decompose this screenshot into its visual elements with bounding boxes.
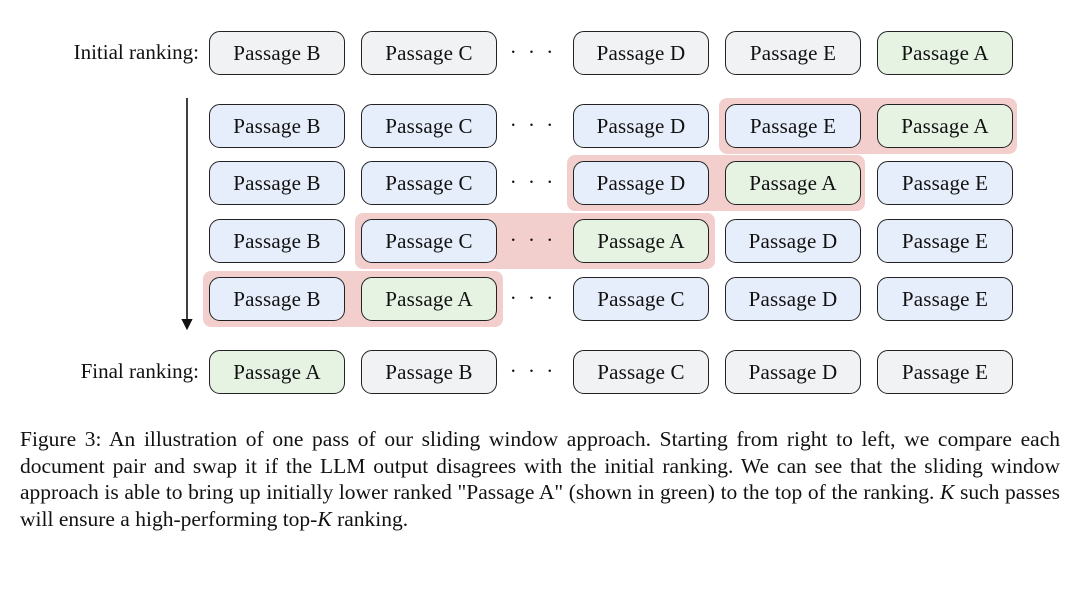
passage-box: Passage B: [209, 161, 345, 205]
ellipsis: · · ·: [509, 170, 557, 194]
passage-box: Passage C: [573, 350, 709, 394]
ellipsis: · · ·: [509, 228, 557, 252]
caption-k-2: K: [317, 506, 332, 531]
passage-box: Passage E: [877, 277, 1013, 321]
passage-box: Passage A: [877, 31, 1013, 75]
passage-box: Passage B: [361, 350, 497, 394]
final-ranking-label: Final ranking:: [80, 359, 199, 383]
passage-box: Passage D: [573, 104, 709, 148]
passage-box: Passage C: [573, 277, 709, 321]
passage-box: Passage A: [877, 104, 1013, 148]
passage-box: Passage E: [877, 161, 1013, 205]
passage-box: Passage B: [209, 104, 345, 148]
passage-box: Passage C: [361, 104, 497, 148]
passage-box: Passage D: [725, 277, 861, 321]
initial-ranking-label: Initial ranking:: [73, 40, 199, 64]
passage-box: Passage B: [209, 219, 345, 263]
passage-box: Passage A: [573, 219, 709, 263]
passage-box: Passage E: [725, 31, 861, 75]
caption-text-1: Figure 3: An illustration of one pass of…: [20, 427, 1060, 504]
ellipsis: · · ·: [509, 113, 557, 137]
caption-k-1: K: [940, 480, 955, 504]
passage-box: Passage C: [361, 161, 497, 205]
ellipsis: · · ·: [509, 359, 557, 383]
passage-box: Passage C: [361, 219, 497, 263]
caption-text-2: such passes will ensure a high-performin…: [20, 480, 1060, 531]
ellipsis: · · ·: [509, 286, 557, 310]
ellipsis: · · ·: [509, 40, 557, 64]
passage-box: Passage D: [725, 350, 861, 394]
sliding-window-diagram: Initial ranking: Passage B Passage C Passag…: [73, 31, 1017, 394]
caption-text-3: ranking.: [331, 506, 409, 531]
passage-box: Passage C: [361, 31, 497, 75]
passage-box: Passage E: [877, 219, 1013, 263]
passage-box: Passage D: [573, 31, 709, 75]
passage-box: Passage D: [573, 161, 709, 205]
figure-caption: Figure 3: An illustration of one pass of…: [20, 426, 1060, 532]
passage-box: Passage D: [725, 219, 861, 263]
passage-box: Passage E: [877, 350, 1013, 394]
passage-box: Passage B: [209, 31, 345, 75]
passage-box: Passage A: [725, 161, 861, 205]
passage-box: Passage B: [209, 277, 345, 321]
passage-box: Passage A: [209, 350, 345, 394]
passage-box: Passage E: [725, 104, 861, 148]
passage-box: Passage A: [361, 277, 497, 321]
